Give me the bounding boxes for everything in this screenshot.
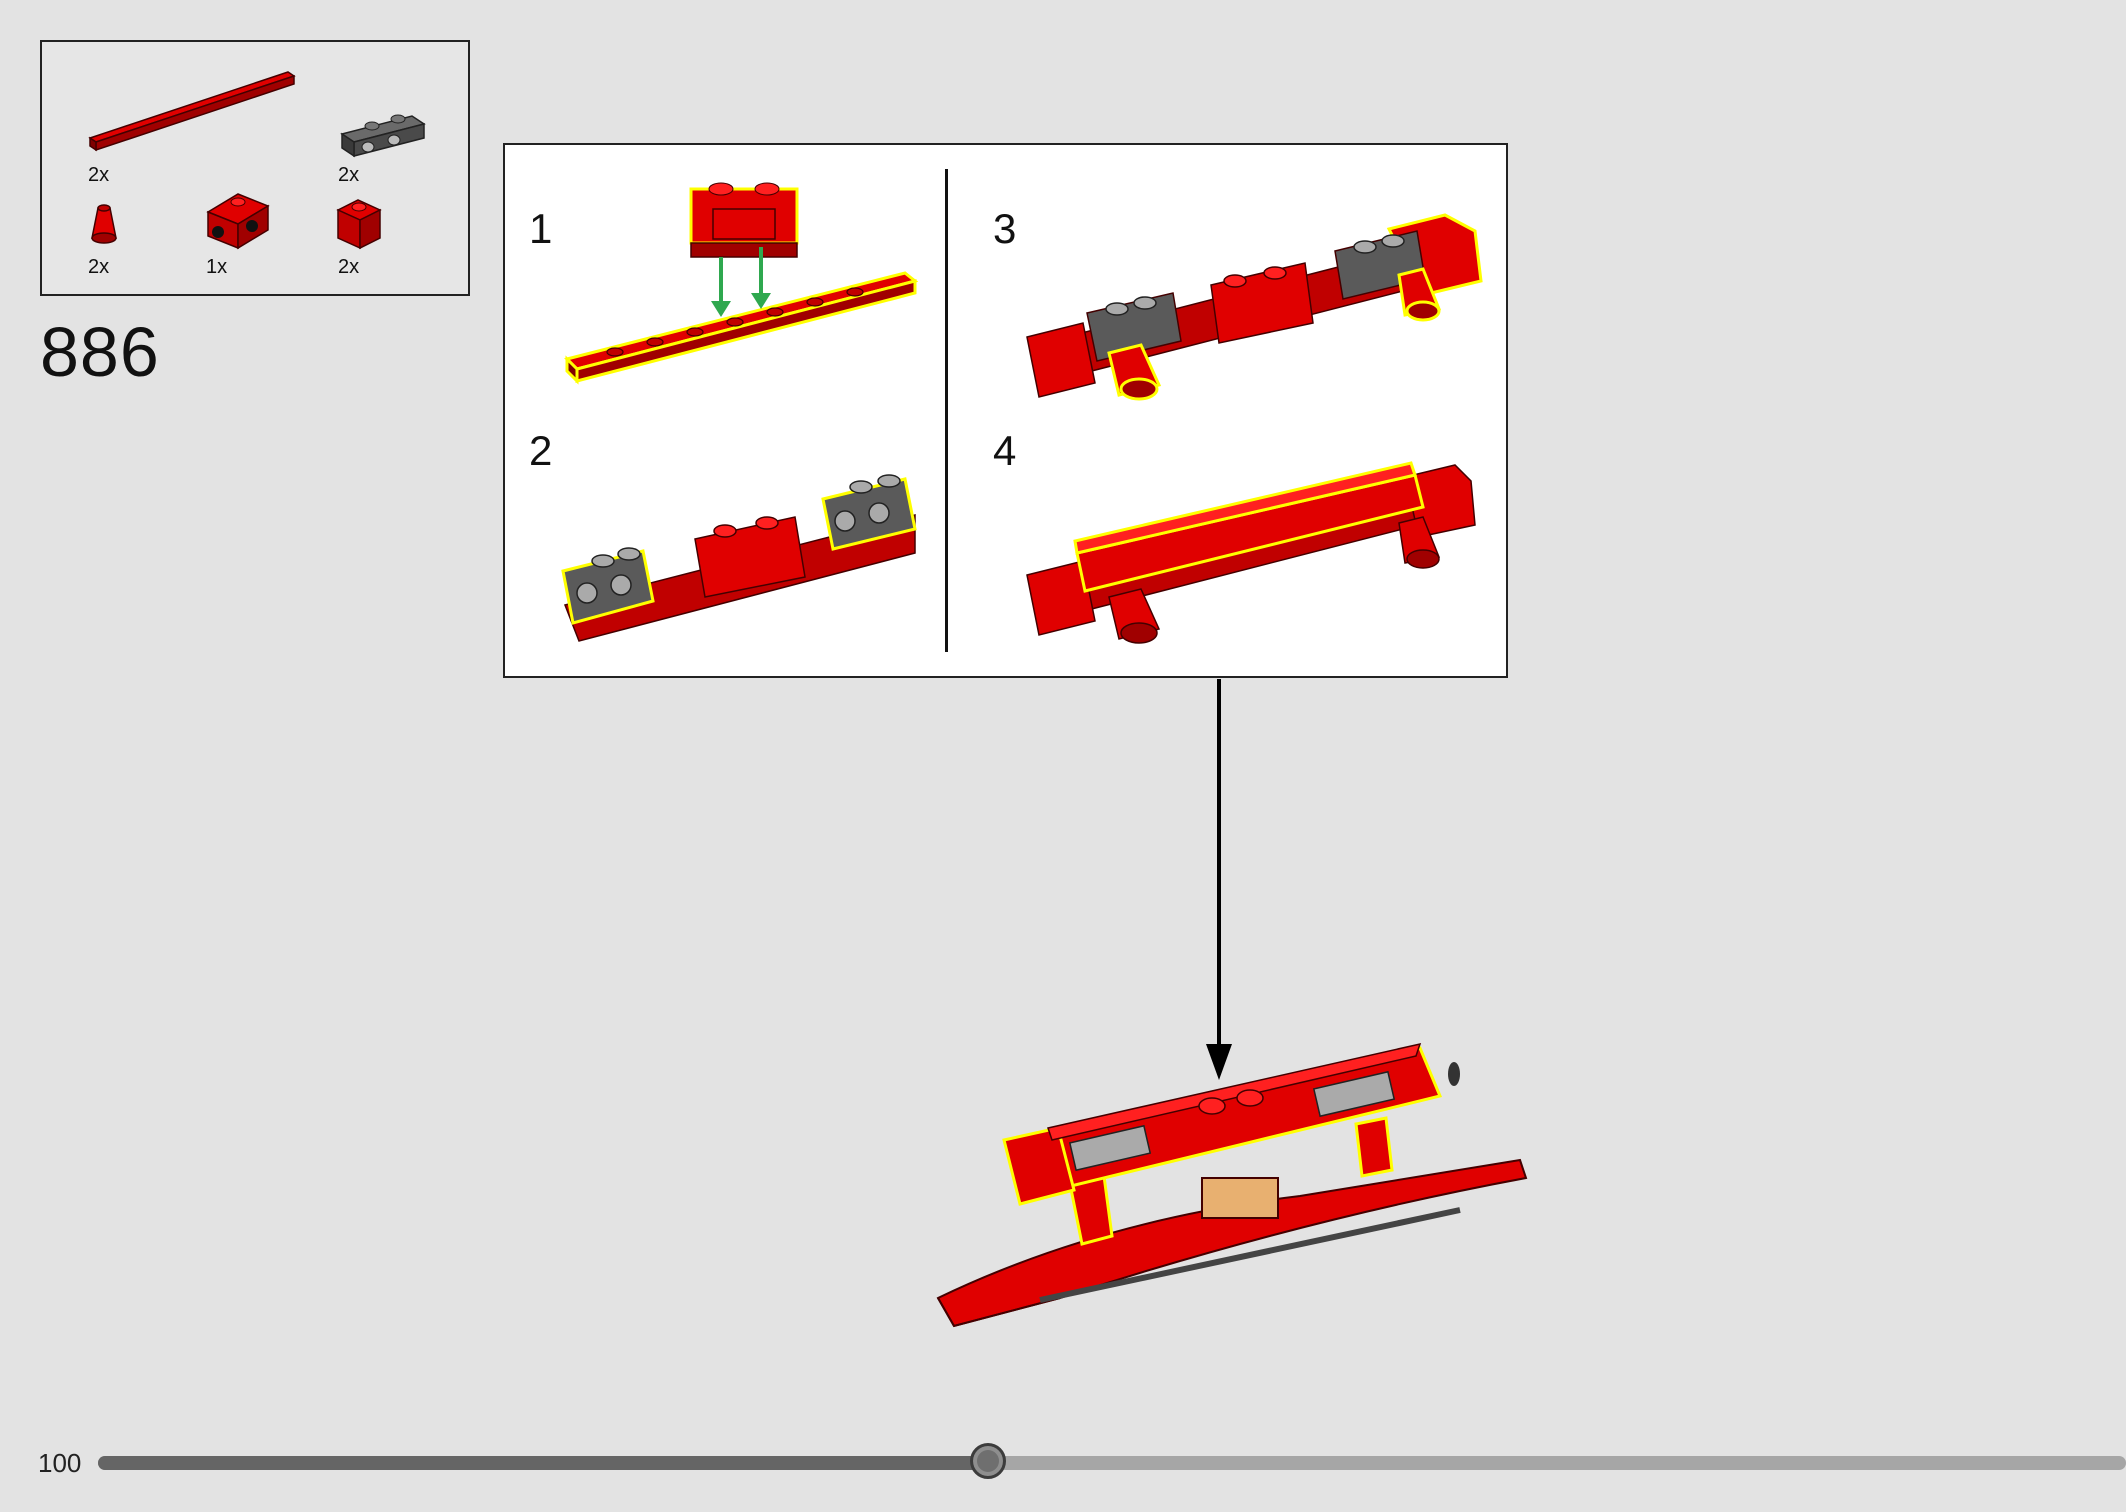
- substep-label-3: 3: [993, 205, 1017, 252]
- substep-4-illustration: [1026, 461, 1476, 644]
- panel-divider: [945, 169, 948, 652]
- substep-label-4: 4: [993, 427, 1017, 474]
- part-gray-brick-side-studs: [340, 114, 426, 158]
- substep-2-illustration: [561, 474, 917, 642]
- qty-red-cone: 2x: [88, 256, 110, 278]
- part-red-brick-1x1: [336, 199, 382, 250]
- callout-arrow: [1206, 679, 1232, 1080]
- part-red-brick-studs: [206, 193, 270, 250]
- main-model: [936, 1042, 1528, 1328]
- progress-slider[interactable]: [98, 1443, 2126, 1479]
- qty-red-plate: 2x: [88, 164, 110, 186]
- progress-fill: [98, 1456, 989, 1470]
- substep-label-1: 1: [529, 205, 553, 252]
- parts-list-art: [88, 71, 426, 250]
- page-number: 100: [38, 1448, 82, 1478]
- substep-1-illustration: [564, 182, 919, 385]
- qty-red-brick-1x1: 2x: [338, 256, 360, 278]
- substep-label-2: 2: [529, 427, 553, 474]
- substep-3-illustration: [1026, 213, 1483, 401]
- part-red-cone: [91, 204, 117, 244]
- qty-gray-brick: 2x: [338, 164, 360, 186]
- progress-knob[interactable]: [970, 1443, 1007, 1479]
- parts-list: 2x 2x 2x 1x 2x: [40, 40, 470, 296]
- qty-red-brick-studs: 1x: [206, 256, 228, 278]
- subassembly-panel: 1 2 3 4: [503, 143, 1508, 678]
- step-number: 886: [40, 313, 160, 391]
- part-red-plate: [88, 71, 296, 152]
- subassembly-art: [561, 182, 1483, 644]
